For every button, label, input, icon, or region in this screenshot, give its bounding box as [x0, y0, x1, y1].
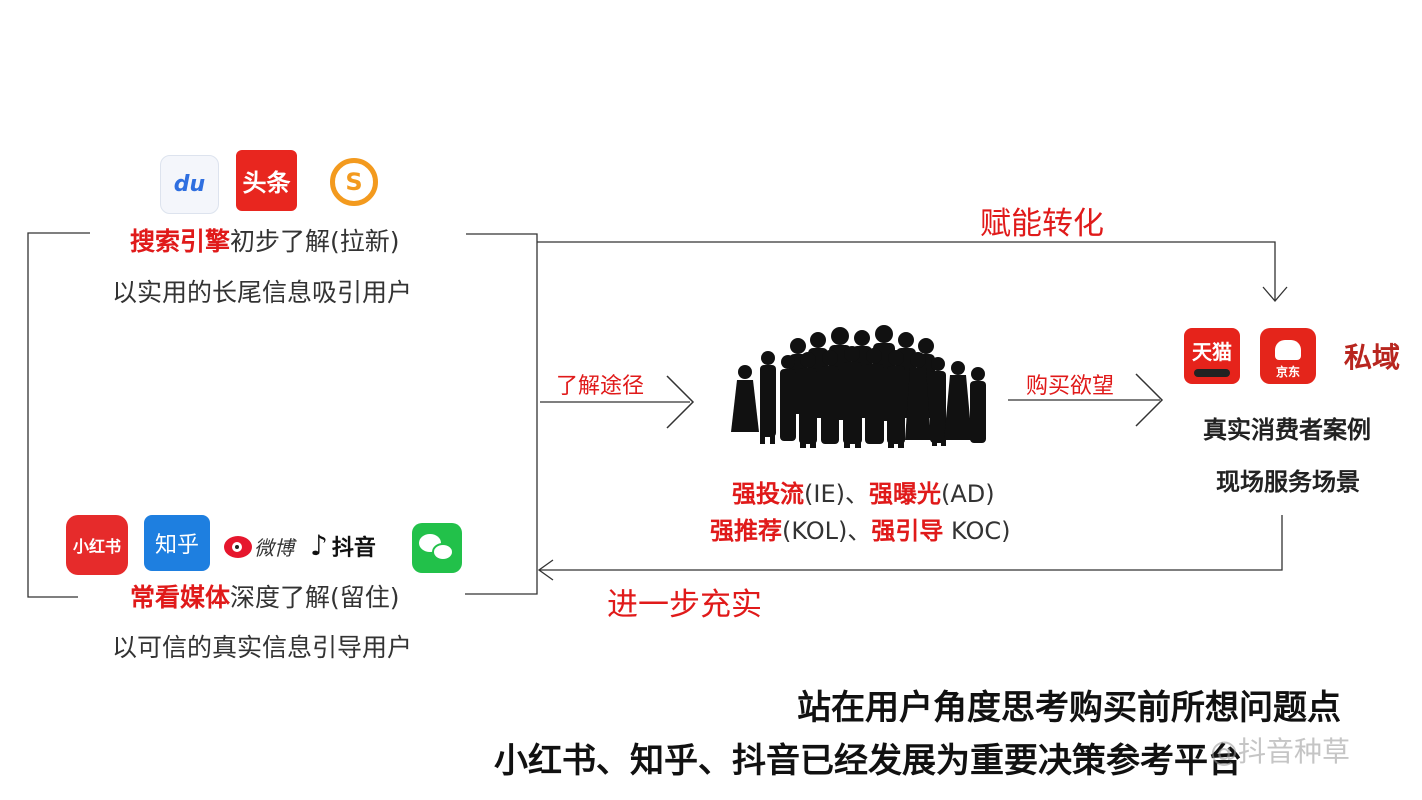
wechat-app-icon[interactable]	[412, 523, 462, 573]
center-strategy-row-1: 强投流(IE)、强曝光(AD)	[732, 474, 995, 509]
crowd-silhouette	[731, 325, 986, 448]
media-label: 常看媒体	[130, 583, 231, 612]
watermark: @抖音种草	[1210, 735, 1351, 768]
kol-label: (KOL)、	[782, 517, 872, 545]
private-domain-icon[interactable]: 私域	[1343, 328, 1401, 384]
bottom-flow-line	[540, 515, 1283, 571]
strong-recommend-label: 强推荐	[710, 517, 782, 545]
tmall-app-icon[interactable]: 天猫	[1184, 328, 1240, 384]
onsite-service-scenes: 现场服务场景	[1216, 468, 1360, 496]
center-strategy-row-2: 强推荐(KOL)、强引导 KOC)	[710, 511, 1011, 546]
jd-app-icon[interactable]: 京东	[1260, 328, 1316, 384]
strong-traffic-label: 强投流	[732, 480, 804, 508]
real-consumer-cases: 真实消费者案例	[1203, 416, 1371, 444]
search-engine-heading: 搜索引擎初步了解(拉新)	[130, 222, 400, 258]
bottom-arrowhead	[537, 559, 554, 581]
understanding-path-label: 了解途径	[556, 374, 645, 399]
search-engine-label: 搜索引擎	[130, 227, 231, 256]
xiaohongshu-app-icon[interactable]: 小红书	[66, 515, 128, 575]
strong-exposure-label: 强曝光	[868, 480, 941, 508]
ie-label: (IE)、	[804, 480, 869, 508]
baidu-app-icon[interactable]: du	[160, 155, 219, 214]
search-engine-purpose: 初步了解(拉新)	[230, 227, 400, 256]
weibo-logo[interactable]: 微博	[224, 532, 294, 561]
top-flow-line	[537, 241, 1276, 300]
right-bracket-line	[465, 233, 538, 595]
media-description: 以可信的真实信息引导用户	[112, 633, 413, 662]
summary-line-1: 站在用户角度思考购买前所想问题点	[797, 688, 1341, 728]
empower-conversion-label: 赋能转化	[980, 206, 1104, 242]
media-heading: 常看媒体深度了解(留住)	[130, 578, 400, 614]
weibo-eye-icon	[224, 535, 252, 558]
mid-left-arrowhead	[666, 375, 695, 429]
zhihu-app-icon[interactable]: 知乎	[144, 515, 210, 571]
sogou-app-icon[interactable]: S	[330, 158, 378, 206]
summary-line-2: 小红书、知乎、抖音已经发展为重要决策参考平台	[494, 741, 1242, 781]
douyin-logo[interactable]: ♪ 抖音	[310, 529, 376, 562]
toutiao-app-icon[interactable]: 头条	[236, 150, 297, 211]
mid-right-arrowhead	[1135, 373, 1164, 427]
purchase-desire-label: 购买欲望	[1026, 374, 1115, 399]
ad-label: (AD)	[940, 480, 995, 508]
left-bracket-line	[27, 232, 90, 598]
strong-guide-label: 强引导	[871, 517, 944, 545]
top-arrowhead	[1262, 286, 1288, 302]
media-purpose: 深度了解(留住)	[230, 583, 400, 612]
koc-label: KOC)	[943, 517, 1011, 545]
search-engine-description: 以实用的长尾信息吸引用户	[112, 278, 413, 307]
douyin-note-icon: ♪	[310, 529, 328, 562]
further-enrich-label: 进一步充实	[607, 587, 762, 623]
